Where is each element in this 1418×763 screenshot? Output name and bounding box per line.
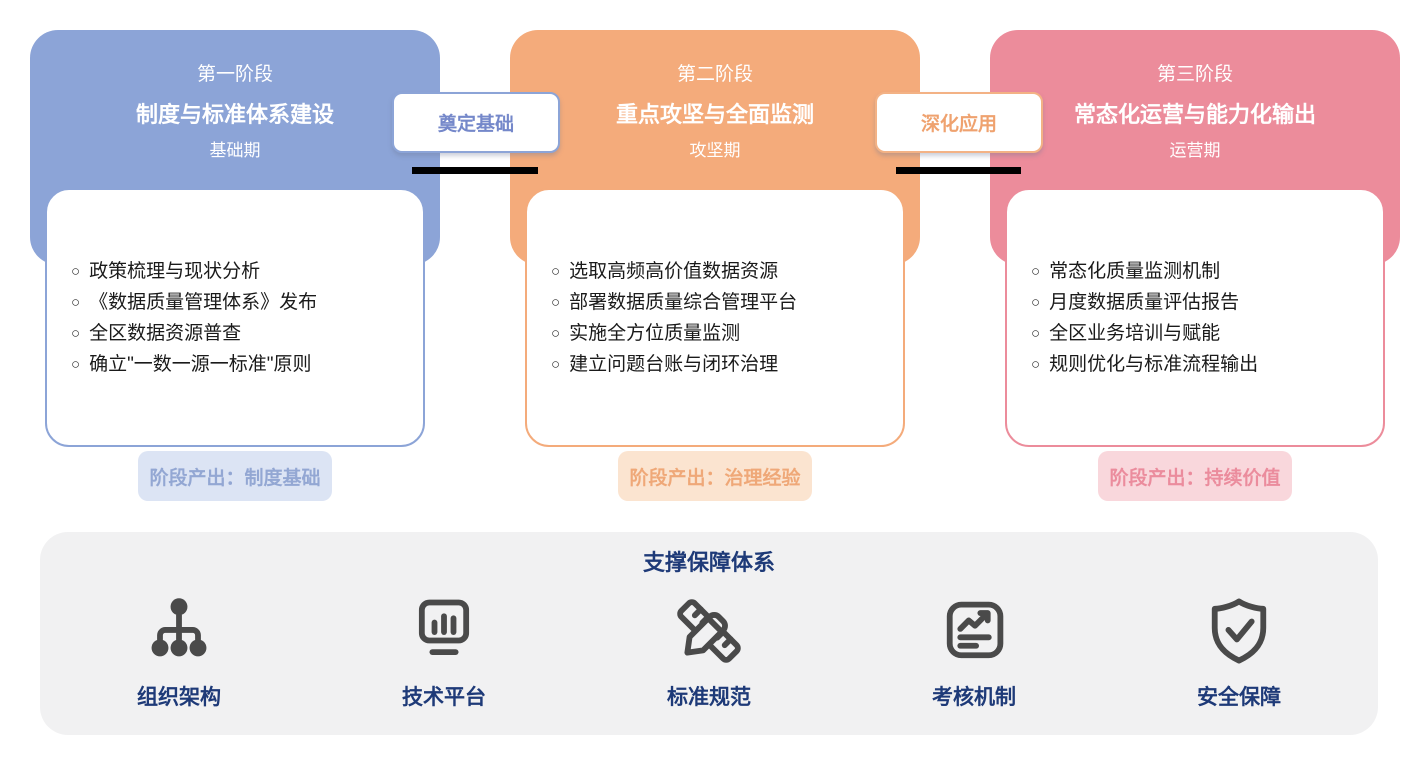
task-item: ○ 月度数据质量评估报告 [1031, 291, 1383, 314]
phase-2-period: 攻坚期 [689, 141, 741, 160]
phase-2-stage: 第二阶段 [676, 64, 753, 85]
phase-card-1: 第一阶段 制度与标准体系建设 基础期 ○ 政策梳理与现状分析 ○ 《数据质量管理体系… [30, 0, 440, 510]
connector-label-2: 深化应用 [875, 92, 1043, 153]
task-list: ○ 政策梳理与现状分析 ○ 《数据质量管理体系》发布 ○ 全区数据资源普查 ○ 确立"一… [71, 252, 423, 384]
task-item: ○ 确立"一数一源一标准"原则 [71, 353, 423, 376]
support-item-platform: 技术平台 [312, 593, 577, 711]
ruler-pencil-icon [677, 599, 741, 663]
phase-3-title: 常态化运营与能力化输出 [1073, 102, 1316, 127]
task-item: ○ 规则优化与标准流程输出 [1031, 353, 1383, 376]
connector-underline-2 [896, 167, 1021, 174]
stage-output-badge: 阶段产出：制度基础 [138, 451, 332, 501]
support-item-label: 组织架构 [137, 686, 221, 709]
support-title: 支撑保障体系 [642, 550, 775, 575]
task-item: ○ 政策梳理与现状分析 [71, 260, 423, 283]
phase-1-period: 基础期 [209, 141, 261, 160]
task-text: 政策梳理与现状分析 [89, 260, 261, 282]
phase-1-task-panel: ○ 政策梳理与现状分析 ○ 《数据质量管理体系》发布 ○ 全区数据资源普查 ○ 确立"一… [45, 188, 425, 447]
phase-3-task-panel: ○ 常态化质量监测机制 ○ 月度数据质量评估报告 ○ 全区业务培训与赋能 ○ 规则优化与… [1005, 188, 1385, 447]
org-chart-icon [151, 598, 207, 657]
task-text: 建立问题台账与闭环治理 [569, 353, 779, 375]
circle-bullet-icon: ○ [1031, 293, 1041, 311]
task-text: 确立"一数一源一标准"原则 [89, 353, 312, 375]
circle-bullet-icon: ○ [71, 355, 81, 373]
circle-bullet-icon: ○ [551, 293, 561, 311]
circle-bullet-icon: ○ [1031, 355, 1041, 373]
monitor-chart-icon [418, 599, 470, 656]
support-panel: 支撑保障体系 组织架构 [40, 532, 1378, 735]
support-item-label: 技术平台 [402, 686, 486, 709]
report-trend-icon [946, 601, 1004, 659]
circle-bullet-icon: ○ [551, 262, 561, 280]
support-item-label: 考核机制 [932, 686, 1016, 709]
task-item: ○ 部署数据质量综合管理平台 [551, 291, 903, 314]
task-text: 全区业务培训与赋能 [1049, 322, 1221, 344]
stage-output-badge: 阶段产出：持续价值 [1098, 451, 1292, 501]
phase-3-stage: 第三阶段 [1156, 64, 1233, 85]
support-item-org: 组织架构 [47, 593, 312, 711]
circle-bullet-icon: ○ [1031, 262, 1041, 280]
task-text: 常态化质量监测机制 [1049, 260, 1221, 282]
task-text: 选取高频高价值数据资源 [569, 260, 779, 282]
task-item: ○ 选取高频高价值数据资源 [551, 260, 903, 283]
phase-1-stage: 第一阶段 [196, 64, 273, 85]
task-item: ○ 实施全方位质量监测 [551, 322, 903, 345]
task-list: ○ 选取高频高价值数据资源 ○ 部署数据质量综合管理平台 ○ 实施全方位质量监测 ○ 建… [551, 252, 903, 384]
task-text: 规则优化与标准流程输出 [1049, 353, 1259, 375]
connector-underline-1 [412, 167, 538, 174]
task-item: ○ 常态化质量监测机制 [1031, 260, 1383, 283]
task-item: ○ 全区业务培训与赋能 [1031, 322, 1383, 345]
support-item-assessment: 考核机制 [842, 593, 1107, 711]
shield-check-icon [1211, 598, 1267, 664]
task-text: 实施全方位质量监测 [569, 322, 741, 344]
connector-label-1: 奠定基础 [392, 92, 560, 153]
task-item: ○ 建立问题台账与闭环治理 [551, 353, 903, 376]
phase-3-period: 运营期 [1169, 141, 1221, 160]
phase-card-2: 第二阶段 重点攻坚与全面监测 攻坚期 ○ 选取高频高价值数据资源 ○ 部署数据质量综… [510, 0, 920, 510]
task-item: ○ 全区数据资源普查 [71, 322, 423, 345]
circle-bullet-icon: ○ [71, 324, 81, 342]
phase-1-title: 制度与标准体系建设 [135, 102, 334, 127]
support-row: 组织架构 技术平台 [40, 593, 1378, 711]
support-item-security: 安全保障 [1107, 593, 1372, 711]
phase-card-3: 第三阶段 常态化运营与能力化输出 运营期 ○ 常态化质量监测机制 ○ 月度数据质量评… [990, 0, 1400, 510]
task-text: 《数据质量管理体系》发布 [89, 291, 318, 313]
support-item-label: 安全保障 [1197, 686, 1281, 709]
circle-bullet-icon: ○ [551, 324, 561, 342]
task-text: 月度数据质量评估报告 [1049, 291, 1240, 313]
support-item-standard: 标准规范 [577, 593, 842, 711]
circle-bullet-icon: ○ [71, 262, 81, 280]
phase-2-title: 重点攻坚与全面监测 [615, 102, 814, 127]
task-text: 部署数据质量综合管理平台 [569, 291, 798, 313]
task-list: ○ 常态化质量监测机制 ○ 月度数据质量评估报告 ○ 全区业务培训与赋能 ○ 规则优化与… [1031, 252, 1383, 384]
stage-output-badge: 阶段产出：治理经验 [618, 451, 812, 501]
circle-bullet-icon: ○ [1031, 324, 1041, 342]
support-item-label: 标准规范 [667, 686, 751, 709]
phase-2-task-panel: ○ 选取高频高价值数据资源 ○ 部署数据质量综合管理平台 ○ 实施全方位质量监测 ○ 建… [525, 188, 905, 447]
task-item: ○ 《数据质量管理体系》发布 [71, 291, 423, 314]
circle-bullet-icon: ○ [551, 355, 561, 373]
circle-bullet-icon: ○ [71, 293, 81, 311]
task-text: 全区数据资源普查 [89, 322, 242, 344]
